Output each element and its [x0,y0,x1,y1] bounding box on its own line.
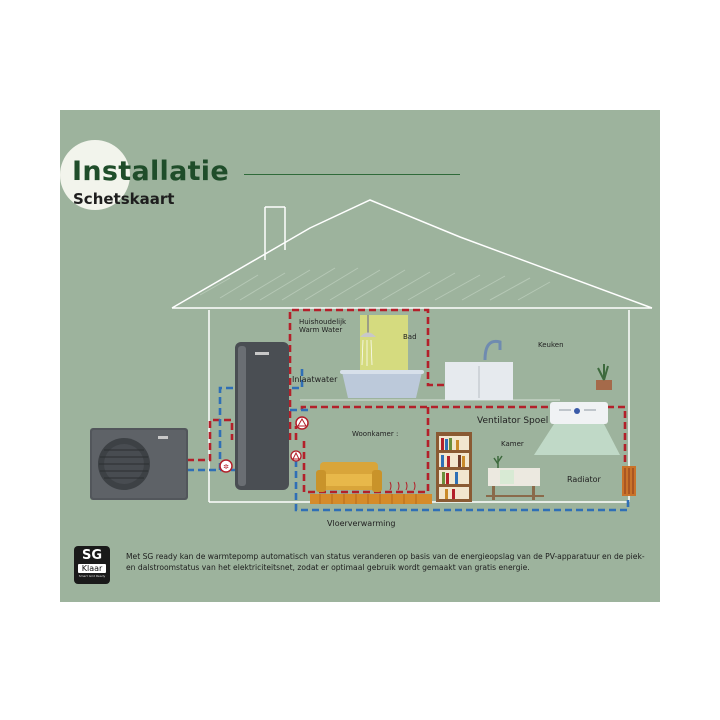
page-subtitle: Schetskaart [73,190,175,208]
bookshelf [436,432,472,502]
label-household-water: Huishoudelijk Warm Water [299,318,347,334]
title-divider [244,174,460,175]
sofa [316,462,382,492]
label-kitchen: Keuken [538,341,564,349]
circulation-pump-icon: ✲ [219,459,233,473]
valve-icon-2 [290,450,302,462]
outdoor-unit [90,428,188,500]
floor-heating-mat [310,481,432,504]
side-cabinet [486,455,544,500]
roof-hatching [199,267,551,301]
title-circle [60,140,130,210]
label-bath: Bad [403,333,417,341]
radiator [622,466,636,496]
svg-text:✲: ✲ [223,463,229,471]
sg-ready-badge: SG Klaar Smart Grid Ready [74,546,110,584]
sg-badge-top: SG [81,548,103,563]
fan-coil-unit [534,402,620,455]
bathtub [340,370,424,398]
hot-water-pipes [176,308,627,494]
valve-icon [295,416,309,430]
sg-badge-bottom: Smart Grid Ready [78,574,106,578]
kitchen-sink [445,339,513,400]
page-title: Installatie [72,156,229,187]
label-inlet-water: Inlaatwater [292,375,338,384]
plant-pot [596,364,612,390]
footer-description: Met SG ready kan de warmtepomp automatis… [126,552,645,572]
label-floor-heating: Vloerverwarming [327,519,396,528]
installation-scene: ✲ [90,199,653,512]
water-tank [235,342,289,490]
diagram-panel: Installatie Schetskaart [60,110,660,602]
label-room: Kamer [501,440,524,448]
sg-badge-middle: Klaar [78,564,106,573]
bathroom-shower [360,315,408,371]
label-radiator: Radiator [567,475,601,484]
label-fan-coil: Ventilator Spoel [477,416,549,426]
label-living-room: Woonkamer : [352,430,399,438]
